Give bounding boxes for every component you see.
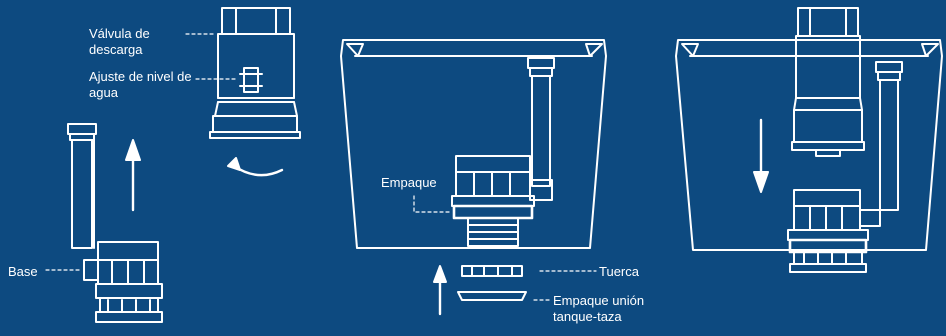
valve-dropping-right: [787, 7, 903, 273]
label-flush-valve: Válvula de descarga: [89, 26, 150, 57]
nut: [461, 265, 523, 277]
tank-right: [675, 39, 943, 251]
label-tank-bowl-gasket: Empaque unión tanque-taza: [553, 293, 645, 324]
water-level-adjuster: [239, 67, 263, 93]
up-arrow-left: [125, 139, 141, 212]
valve-leader-lines: [185, 33, 239, 80]
tank-middle: [340, 39, 607, 249]
up-arrow-middle: [433, 265, 447, 316]
valve-installed-middle: [451, 57, 555, 247]
down-arrow-right: [753, 118, 769, 193]
flush-valve-top: [209, 7, 301, 139]
overflow-tube: [67, 123, 97, 249]
label-base: Base: [8, 264, 38, 279]
rotation-arrow: [227, 157, 284, 177]
valve-base: [83, 241, 163, 323]
tank-bowl-gasket: [457, 291, 527, 301]
middle-leaders: [413, 195, 597, 301]
label-gasket: Empaque: [381, 175, 437, 190]
label-water-level-adjuster: Ajuste de nivel de agua: [89, 69, 192, 100]
label-nut: Tuerca: [599, 264, 639, 279]
